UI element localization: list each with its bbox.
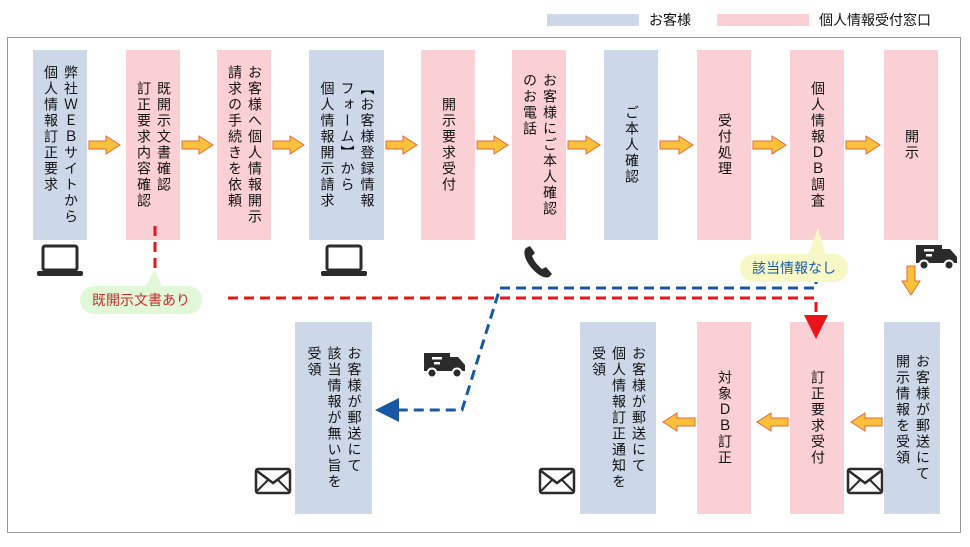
step-doc-check-label: 既開示文書確認 訂正要求内容確認 [135, 81, 171, 209]
step-db-search-label: 個人情報ＤＢ調査 [809, 81, 825, 209]
laptop-icon [37, 244, 83, 276]
flow-arrow-left [850, 412, 883, 432]
step-request-procedure-label: お客様へ個人情報開示 請求の手続きを依頼 [226, 65, 262, 225]
step-db-correction: 対象ＤＢ訂正 [697, 322, 751, 514]
step-db-search: 個人情報ＤＢ調査 [790, 50, 844, 240]
step-processing: 受付処理 [697, 50, 751, 240]
flow-arrow [88, 135, 121, 155]
flow-arrow [845, 135, 881, 155]
flow-arrow [659, 135, 694, 155]
legend-customer: お客様 [547, 10, 691, 30]
truck-icon [424, 353, 465, 379]
flow-arrow [752, 135, 787, 155]
flow-arrow [272, 135, 305, 155]
envelope-icon [254, 467, 292, 495]
phone-icon [524, 246, 552, 278]
flow-arrow [385, 135, 418, 155]
step-disclose: 開示 [884, 50, 938, 240]
step-identity-call-label: お客様にご本人確認 のお電話 [521, 73, 557, 217]
envelope-icon [538, 467, 576, 495]
legend-label-office: 個人情報受付窓口 [819, 13, 931, 29]
step-doc-check: 既開示文書確認 訂正要求内容確認 [126, 50, 180, 240]
legend-label-customer: お客様 [649, 13, 691, 29]
step-correction-accept-label: 訂正要求受付 [809, 370, 825, 466]
step-identity-confirm-label: ご本人確認 [623, 105, 639, 185]
step-db-correction-label: 対象ＤＢ訂正 [716, 370, 732, 466]
step-receive-no-info: お客様が郵送にて 該当情報が無い旨を 受領 [295, 322, 372, 514]
truck-icon [916, 245, 957, 271]
step-receive-disclosure: お客様が郵送にて 開示情報を受領 [884, 322, 940, 514]
step-receive-correction-label: お客様が郵送にて 個人情報訂正通知を 受領 [590, 346, 646, 490]
step-accept-request: 開示要求受付 [421, 50, 475, 240]
step-identity-call: お客様にご本人確認 のお電話 [512, 50, 566, 240]
step-correction-accept: 訂正要求受付 [790, 322, 844, 514]
callout-existing-doc: 既開示文書あり [80, 286, 202, 314]
step-web-request-label: 弊社ＷＥＢサイトから 個人情報訂正要求 [42, 65, 78, 225]
flow-arrow-down [901, 265, 921, 296]
step-processing-label: 受付処理 [716, 113, 732, 177]
step-receive-disclosure-label: お客様が郵送にて 開示情報を受領 [894, 354, 930, 482]
legend-office: 個人情報受付窓口 [717, 10, 931, 30]
step-receive-no-info-label: お客様が郵送にて 該当情報が無い旨を 受領 [305, 346, 362, 490]
step-web-request: 弊社ＷＥＢサイトから 個人情報訂正要求 [33, 50, 87, 240]
flow-arrow-left [662, 412, 696, 432]
callout-no-info: 該当情報なし [740, 254, 848, 282]
flow-arrow-left [756, 412, 789, 432]
step-disclose-label: 開示 [903, 129, 919, 161]
existing-doc-path-main [228, 296, 828, 339]
step-form-request: 【お客様登録情報 フォーム】から 個人情報開示請求 [309, 50, 384, 240]
step-request-procedure: お客様へ個人情報開示 請求の手続きを依頼 [217, 50, 271, 240]
flow-arrow [181, 135, 214, 155]
step-receive-correction: お客様が郵送にて 個人情報訂正通知を 受領 [580, 322, 656, 514]
step-identity-confirm: ご本人確認 [604, 50, 658, 240]
step-accept-request-label: 開示要求受付 [440, 97, 456, 193]
envelope-icon [846, 467, 884, 495]
flow-arrow [476, 135, 509, 155]
flow-arrow [567, 135, 601, 155]
step-form-request-label: 【お客様登録情報 フォーム】から 個人情報開示請求 [318, 81, 375, 209]
laptop-icon [321, 244, 367, 276]
no-info-path [375, 274, 818, 422]
legend-swatch-office [717, 14, 809, 26]
legend-swatch-customer [547, 14, 639, 26]
